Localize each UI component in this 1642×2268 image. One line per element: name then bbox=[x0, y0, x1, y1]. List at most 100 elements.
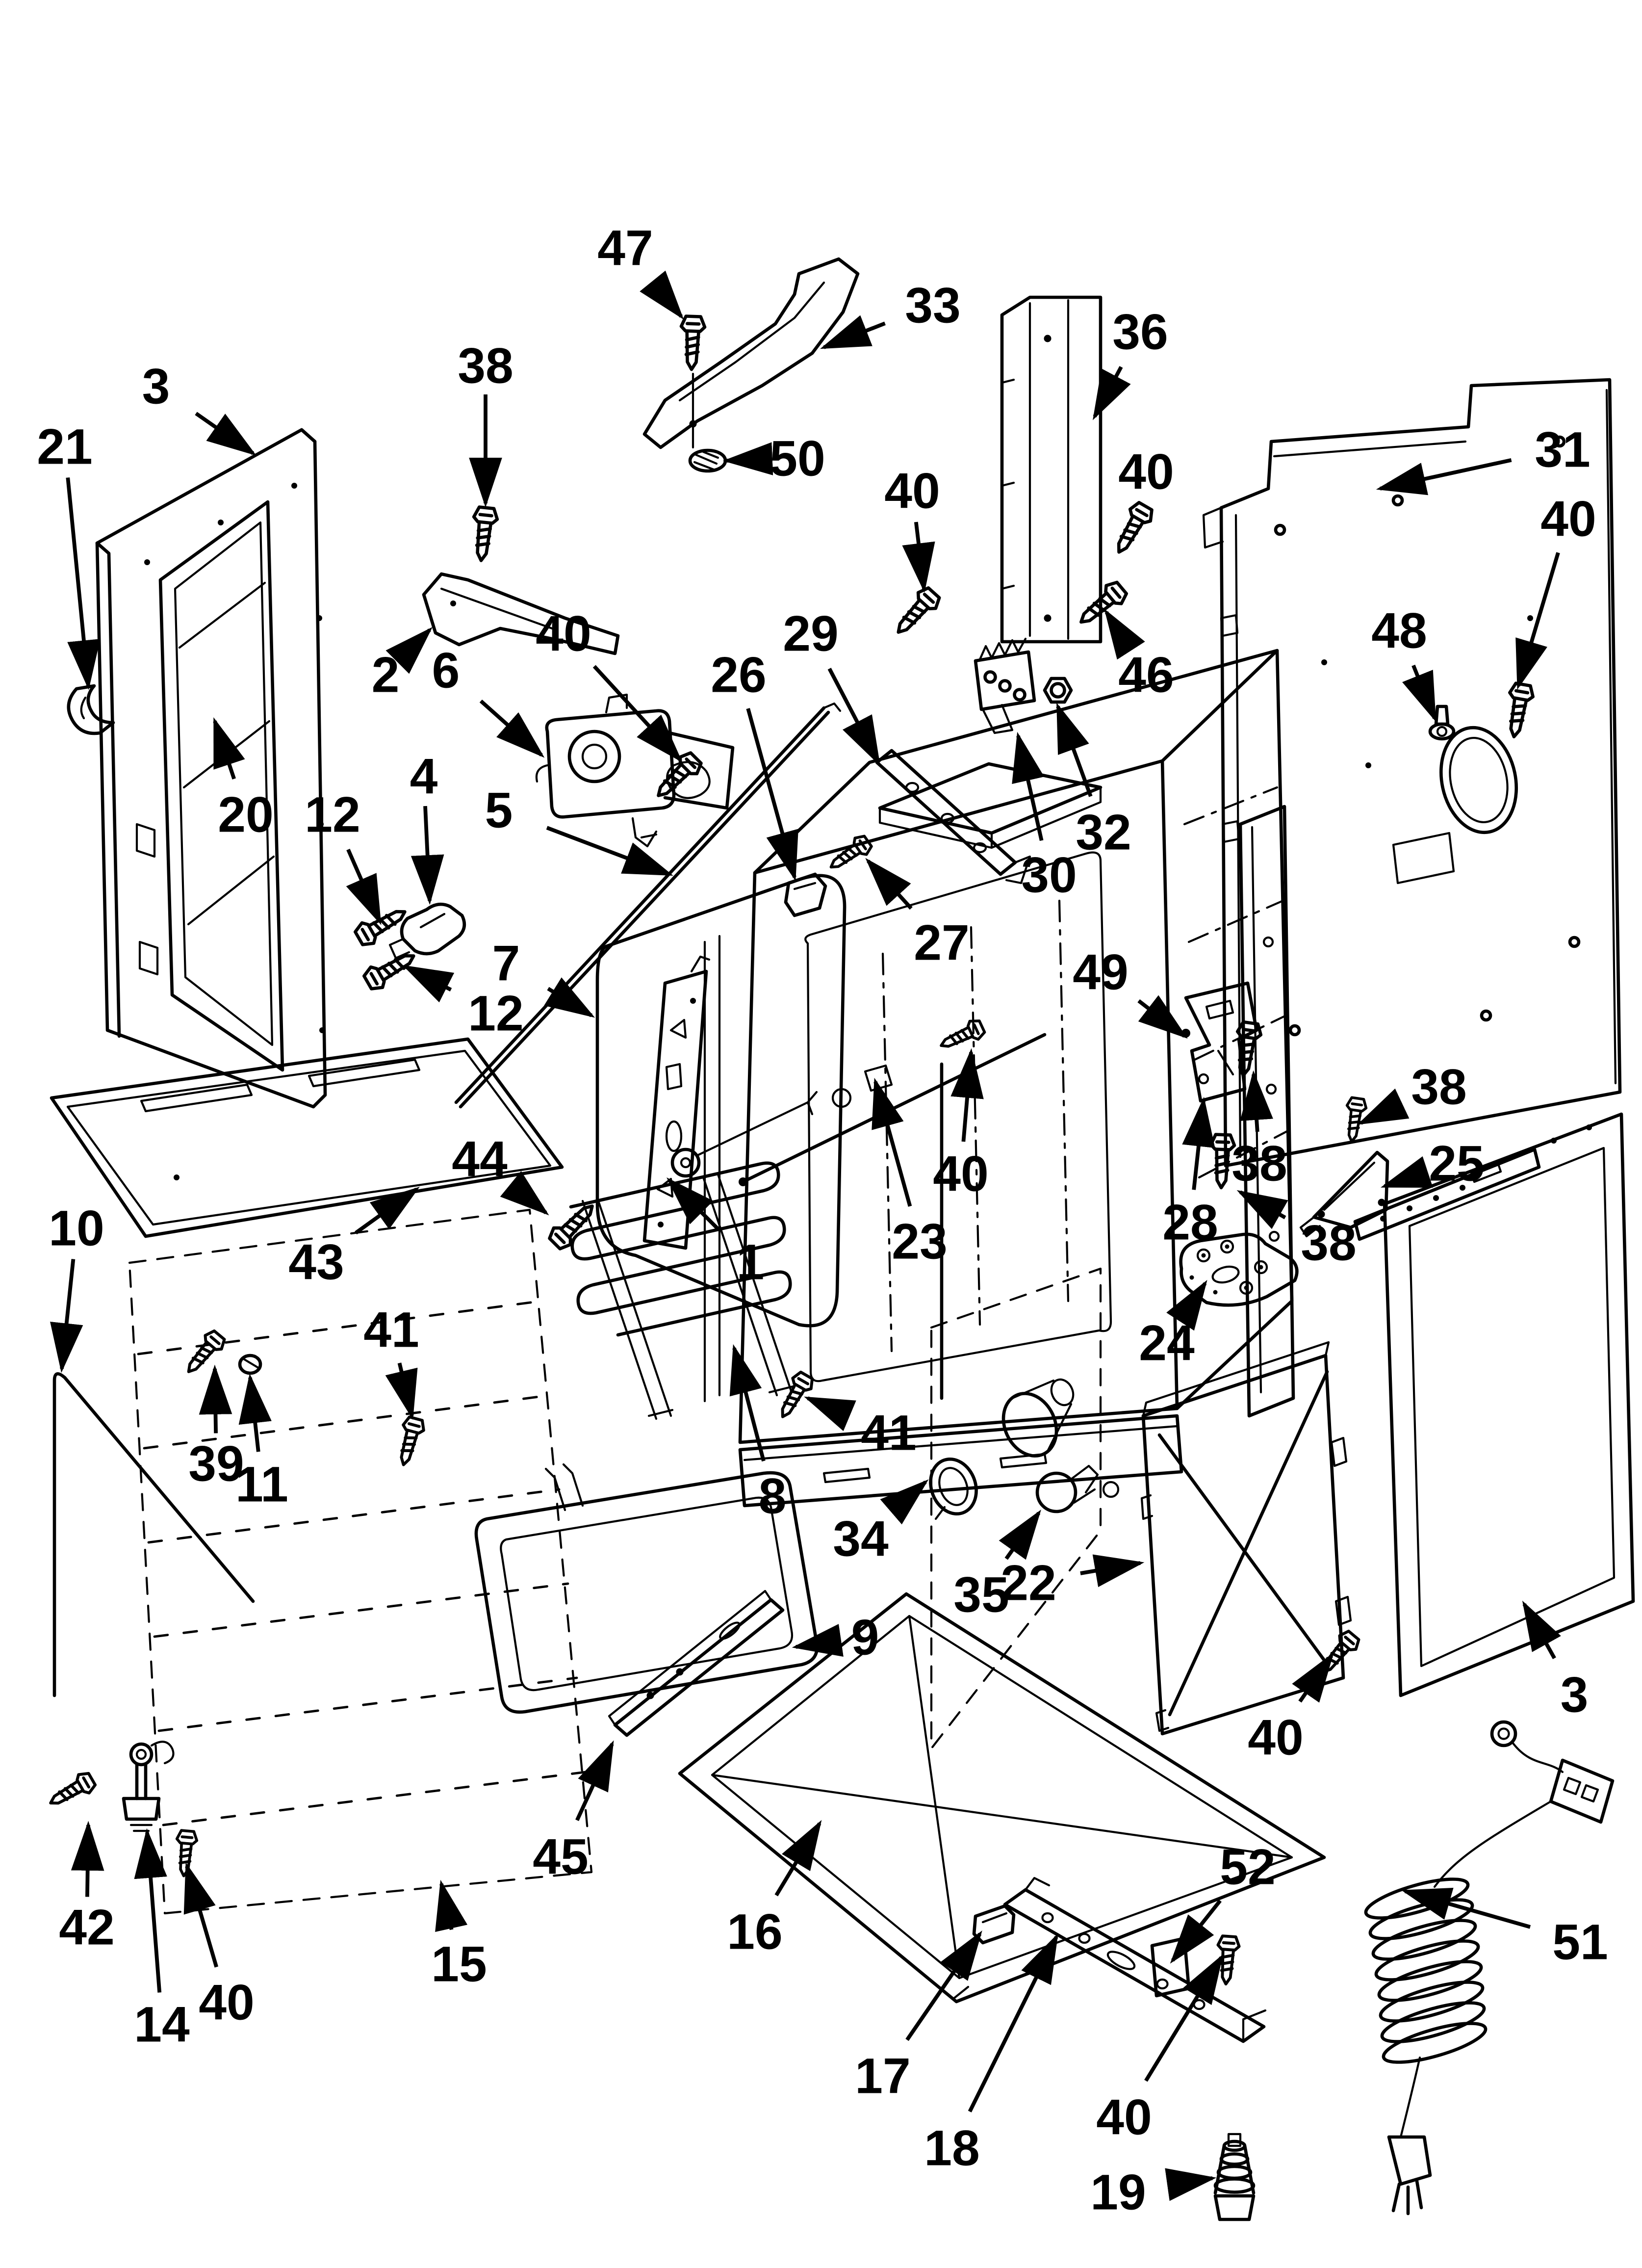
callout-40-label: 40 bbox=[199, 1975, 254, 2031]
callout-8-label: 8 bbox=[759, 1468, 787, 1524]
callout-6-leader-arrow bbox=[479, 699, 545, 758]
part-power-cord bbox=[1364, 1720, 1615, 2216]
callout-40-label: 40 bbox=[536, 606, 591, 662]
callout-3-leader-arrow bbox=[195, 412, 257, 456]
callout-26-label: 26 bbox=[711, 647, 766, 703]
callout-1-leader-arrow bbox=[667, 1177, 719, 1230]
part-stud-48 bbox=[1428, 704, 1456, 741]
callout-8-leader-arrow bbox=[729, 1344, 766, 1462]
callout-1-label: 1 bbox=[737, 1234, 765, 1290]
callout-28-leader-arrow bbox=[1182, 1096, 1215, 1190]
callout-40-leader-arrow bbox=[1292, 1652, 1334, 1703]
part-spacer-cone bbox=[1213, 2133, 1256, 2221]
part-latch-motor bbox=[535, 693, 735, 848]
callout-39-label: 39 bbox=[188, 1436, 244, 1492]
callout-17-label: 17 bbox=[855, 2048, 910, 2104]
callout-52-leader-arrow bbox=[1170, 1899, 1222, 1964]
callout-32-label: 32 bbox=[1076, 805, 1131, 860]
callout-12-leader-arrow bbox=[346, 849, 382, 925]
callout-20-label: 20 bbox=[218, 787, 273, 843]
callout-40-leader-arrow bbox=[950, 1048, 984, 1142]
part-terminal-block bbox=[974, 637, 1036, 734]
callout-3-leader-arrow bbox=[1522, 1600, 1561, 1660]
part-front-trim-strip bbox=[608, 1590, 785, 1737]
callout-41-label: 41 bbox=[363, 1302, 419, 1358]
callout-23-label: 23 bbox=[892, 1214, 947, 1270]
callout-29-leader-arrow bbox=[827, 668, 880, 766]
callout-2-leader-arrow bbox=[385, 627, 433, 674]
callout-50-label: 50 bbox=[770, 431, 825, 487]
callout-44-label: 44 bbox=[452, 1131, 508, 1187]
callout-18-label: 18 bbox=[924, 2120, 979, 2176]
callout-22-leader-arrow bbox=[1080, 1554, 1145, 1588]
callout-46-leader-arrow bbox=[1104, 608, 1145, 660]
callout-34-leader-arrow bbox=[880, 1479, 929, 1525]
part-screw-40 bbox=[937, 1017, 986, 1055]
part-drawer-panel bbox=[50, 1037, 564, 1238]
callout-27-label: 27 bbox=[914, 915, 969, 971]
callout-7-label: 7 bbox=[492, 936, 520, 991]
part-latch-rod bbox=[454, 702, 842, 1109]
callout-38-label: 38 bbox=[1411, 1059, 1466, 1115]
callout-11-label: 11 bbox=[235, 1457, 288, 1512]
part-screw-40 bbox=[1109, 500, 1156, 558]
part-retainer-clip bbox=[67, 684, 115, 735]
callout-43-leader-arrow bbox=[355, 1187, 420, 1235]
callout-39-leader-arrow bbox=[199, 1364, 232, 1434]
callout-4-leader-arrow bbox=[410, 806, 444, 905]
part-side-panel-rail bbox=[1353, 1147, 1541, 1241]
part-access-panel bbox=[1140, 1341, 1352, 1736]
callout-40-label: 40 bbox=[1540, 491, 1596, 547]
callout-45-label: 45 bbox=[533, 1829, 588, 1885]
callout-25-label: 25 bbox=[1429, 1136, 1484, 1192]
callout-12-label: 12 bbox=[468, 986, 523, 1042]
part-clip-26 bbox=[784, 872, 827, 917]
part-top-bracket bbox=[422, 572, 620, 655]
callout-40-label: 40 bbox=[884, 463, 940, 519]
callout-40-label: 40 bbox=[933, 1146, 988, 1202]
callout-50-leader-arrow bbox=[722, 442, 773, 475]
callout-21-label: 21 bbox=[37, 419, 92, 475]
callout-31-label: 31 bbox=[1535, 422, 1590, 478]
callout-38-leader-arrow bbox=[1357, 1088, 1410, 1125]
callout-5-label: 5 bbox=[485, 782, 513, 838]
part-light-lens bbox=[929, 1457, 978, 1520]
callout-18-leader-arrow bbox=[968, 1933, 1058, 2112]
callout-48-label: 48 bbox=[1371, 603, 1427, 659]
part-screw-41 bbox=[393, 1416, 426, 1467]
part-door-glass bbox=[158, 500, 284, 1072]
callout-40-label: 40 bbox=[1118, 444, 1174, 500]
part-latch-keeper bbox=[1184, 981, 1258, 1103]
callout-38-leader-arrow bbox=[1240, 1070, 1273, 1132]
callout-30-leader-arrow bbox=[1012, 731, 1045, 841]
callout-9-leader-arrow bbox=[792, 1624, 844, 1657]
callout-45-leader-arrow bbox=[575, 1740, 614, 1822]
part-door-gasket bbox=[595, 874, 847, 1328]
callout-49-leader-arrow bbox=[1137, 995, 1188, 1039]
callout-17-leader-arrow bbox=[905, 1930, 982, 2041]
callout-10-label: 10 bbox=[49, 1200, 104, 1256]
callout-35-label: 35 bbox=[953, 1567, 1009, 1623]
part-screw-40 bbox=[174, 1830, 198, 1877]
callout-25-leader-arrow bbox=[1380, 1156, 1433, 1188]
part-channel-bracket bbox=[1000, 295, 1103, 644]
callout-42-leader-arrow bbox=[71, 1821, 104, 1897]
callout-29-label: 29 bbox=[783, 606, 838, 662]
part-right-side-panel bbox=[1353, 1112, 1635, 1697]
callout-44-leader-arrow bbox=[500, 1171, 549, 1216]
callout-7-leader-arrow bbox=[544, 977, 595, 1018]
callout-26-leader-arrow bbox=[746, 708, 798, 882]
part-screw-47 bbox=[680, 316, 705, 370]
part-light-reflector bbox=[1001, 1378, 1075, 1458]
part-screw-41 bbox=[773, 1370, 816, 1422]
callout-43-label: 43 bbox=[288, 1234, 344, 1290]
callout-38-leader-arrow bbox=[1236, 1190, 1288, 1229]
callout-24-leader-arrow bbox=[1166, 1279, 1207, 1331]
callout-12-label: 12 bbox=[305, 787, 360, 843]
callout-41-label: 41 bbox=[861, 1405, 916, 1461]
callout-15-leader-arrow bbox=[435, 1879, 468, 1932]
part-bake-element bbox=[474, 1463, 819, 1714]
callout-46-label: 46 bbox=[1118, 647, 1174, 703]
callout-16-leader-arrow bbox=[774, 1820, 822, 1897]
